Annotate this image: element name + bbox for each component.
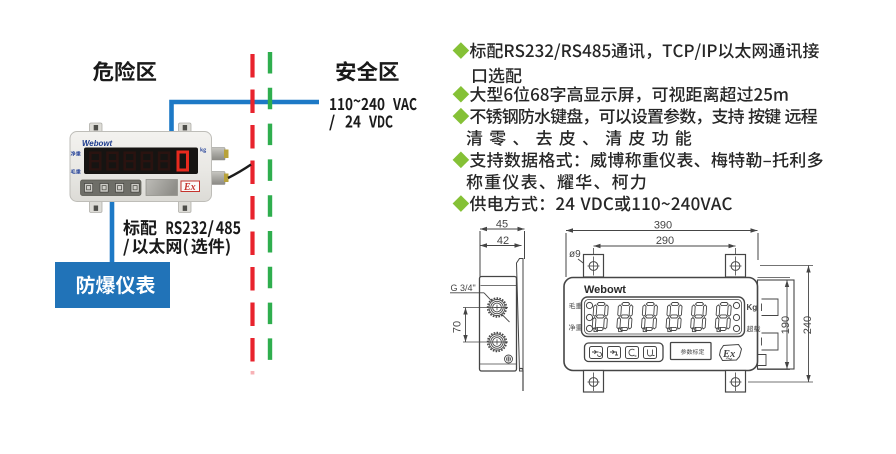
svg-text:G 3/4": G 3/4" — [451, 283, 476, 293]
svg-text:390: 390 — [654, 220, 672, 232]
svg-text:42: 42 — [497, 235, 509, 247]
svg-text:Ex: Ex — [183, 182, 196, 193]
svg-text:45: 45 — [496, 219, 508, 231]
svg-text:240: 240 — [802, 316, 814, 334]
svg-text:Webowt: Webowt — [82, 139, 112, 148]
svg-text:Webowt: Webowt — [584, 284, 626, 296]
svg-text:290: 290 — [656, 235, 674, 247]
svg-text:Kg: Kg — [747, 303, 758, 312]
svg-text:190: 190 — [780, 316, 792, 334]
svg-text:Ex: Ex — [722, 349, 735, 360]
svg-text:70: 70 — [452, 321, 464, 333]
svg-text:ø9: ø9 — [569, 249, 581, 260]
